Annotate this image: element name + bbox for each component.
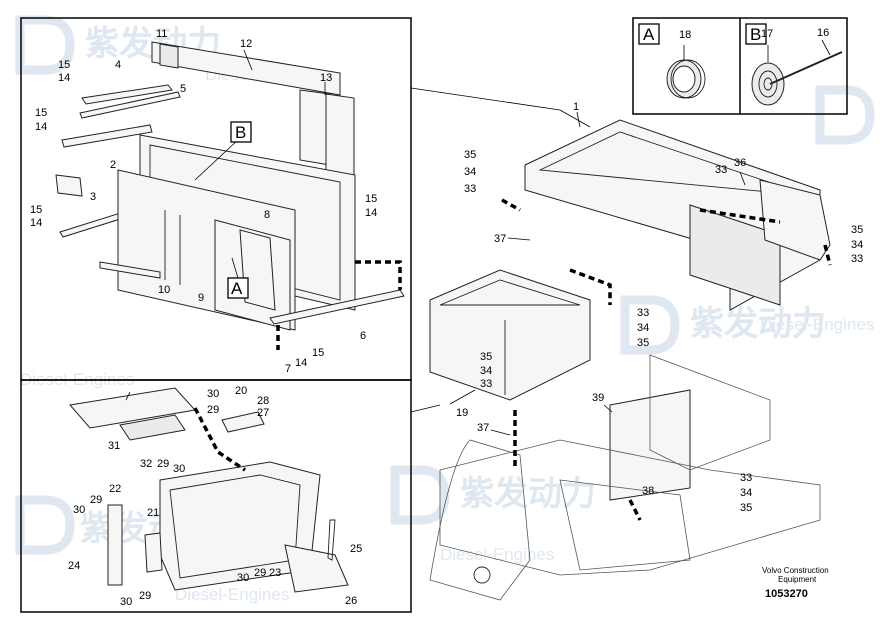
watermark-sub: Diesel-Engines [440,545,554,564]
part-label: 11 [156,28,167,40]
part-label: 31 [108,440,120,452]
part-label: 38 [642,485,654,497]
part-label: 35 [740,502,752,514]
part-label: 30 [173,463,185,475]
part-label: 34 [464,166,476,178]
part-label: 35 [637,337,649,349]
main-assembly-drawing [429,111,832,601]
part-label: 29 [157,458,169,470]
watermark-brand: 紫发动力 [690,305,826,343]
part-label: 2 [110,159,116,171]
watermark-sub: Diesel-Engines [175,585,289,604]
part-label: 36 [734,157,746,169]
part-label: 33 [464,183,476,195]
part-label: 15 [312,347,324,359]
callout-box-a: A [231,279,243,298]
part-label: 13 [320,72,332,84]
part-label: 33 [740,472,752,484]
watermark-sub: Diesel-Engines [760,315,874,334]
part-label: 17 [761,28,773,40]
part-label: 33 [637,307,649,319]
part-label: 6 [360,330,366,342]
part-label: 16 [817,27,829,39]
part-label: 26 [345,595,357,607]
part-label: 30 [207,388,219,400]
part-label: 34 [637,322,649,334]
part-label: 34 [480,365,492,377]
part-label: 39 [592,392,604,404]
part-label: 30 [237,572,249,584]
part-label: 33 [480,378,492,390]
part-label: 22 [109,483,121,495]
part-label: 32 [140,458,152,470]
watermark-brand: 紫发动力 [460,475,596,513]
part-label: 25 [350,543,362,555]
part-label: 35 [464,149,476,161]
part-label: 28 [257,395,269,407]
part-label: 30 [120,596,132,608]
inset-a [638,23,706,99]
part-label: 14 [295,357,307,369]
part-label: 34 [851,239,863,251]
part-label: 21 [147,507,159,519]
part-label: 33 [715,164,727,176]
inset-b [745,23,843,106]
top-detail-drawing [55,41,405,350]
bottom-detail-drawing [69,387,349,593]
part-label: 33 [851,253,863,265]
part-label: 15 [365,193,377,205]
part-label: 14 [35,121,47,133]
part-label: 24 [68,560,80,572]
part-label: 20 [235,385,247,397]
part-label: 30 [73,504,85,516]
part-label: 15 [30,204,42,216]
part-label: 7 [285,363,291,375]
inset-box-a: A [643,25,655,44]
reference-number: 1053270 [765,588,808,600]
part-label: 15 [58,59,70,71]
part-label: 14 [365,207,377,219]
part-label: 10 [158,284,170,296]
part-label: 34 [740,487,752,499]
part-label: 14 [58,72,70,84]
part-label: 12 [240,38,252,50]
part-label: 37 [494,233,506,245]
watermark-logo-icon [15,15,875,555]
part-label: 27 [257,407,269,419]
part-label: 3 [90,191,96,203]
part-label: 9 [198,292,204,304]
part-label: 15 [35,107,47,119]
part-label: 29 [90,494,102,506]
part-label: 4 [115,59,121,71]
part-label: 14 [30,217,42,229]
part-labels: 11 12 13 4 5 15 14 15 14 2 3 15 14 15 14… [30,27,863,608]
detail-frame-bottom [20,379,412,613]
part-label: 23 [269,567,281,579]
part-label: 8 [264,209,270,221]
part-label: 37 [477,422,489,434]
part-label: 19 [456,407,468,419]
callout-box-b: B [235,123,246,142]
part-label: 29 [254,567,266,579]
inset-box-b: B [750,25,761,44]
part-label: 35 [851,224,863,236]
caption-line2: Equipment [778,575,817,584]
caption-line1: Volvo Construction [762,566,829,575]
part-label: 1 [573,101,579,113]
part-label: 18 [679,29,691,41]
part-label: 5 [180,83,186,95]
part-label: 29 [207,404,219,416]
part-label: 35 [480,351,492,363]
part-label: 29 [139,590,151,602]
